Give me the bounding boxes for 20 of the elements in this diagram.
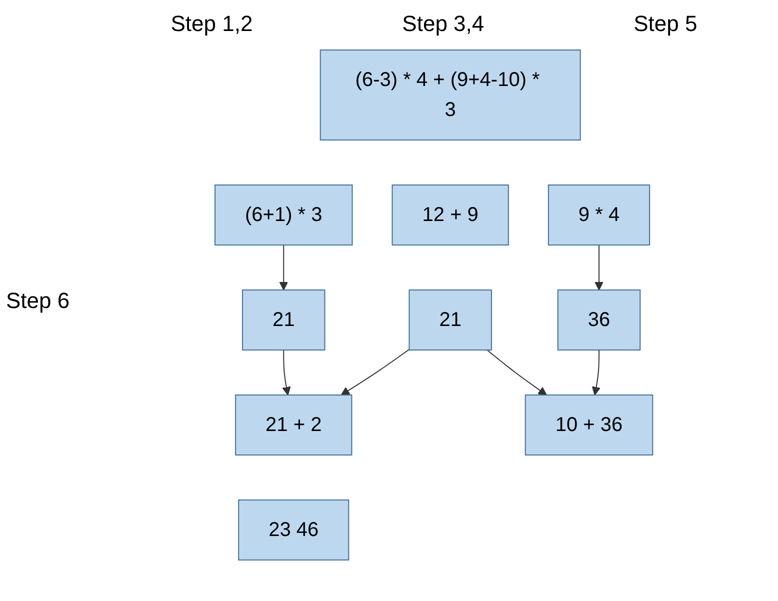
node-box: (6-3) * 4 + (9+4-10) * 3 xyxy=(320,50,582,140)
arrow xyxy=(341,348,410,396)
node-box: 23 46 xyxy=(238,499,350,560)
node-box: 21 xyxy=(408,290,492,350)
node-box: 21 xyxy=(242,290,326,350)
arrow xyxy=(282,350,291,396)
step-label: Step 5 xyxy=(634,11,698,37)
arrow xyxy=(486,350,548,396)
arrow xyxy=(279,244,288,290)
node-box: 12 + 9 xyxy=(392,184,510,246)
step-label: Step 6 xyxy=(6,288,70,314)
node-box: 36 xyxy=(558,290,641,350)
node-box: 10 + 36 xyxy=(525,394,654,456)
arrow xyxy=(592,350,601,396)
arrow xyxy=(594,244,604,290)
step-label: Step 1,2 xyxy=(170,11,253,37)
step-label: Step 3,4 xyxy=(402,11,484,37)
node-box: 9 * 4 xyxy=(548,184,650,246)
node-box: (6+1) * 3 xyxy=(214,184,353,246)
node-box: 21 + 2 xyxy=(235,394,352,456)
